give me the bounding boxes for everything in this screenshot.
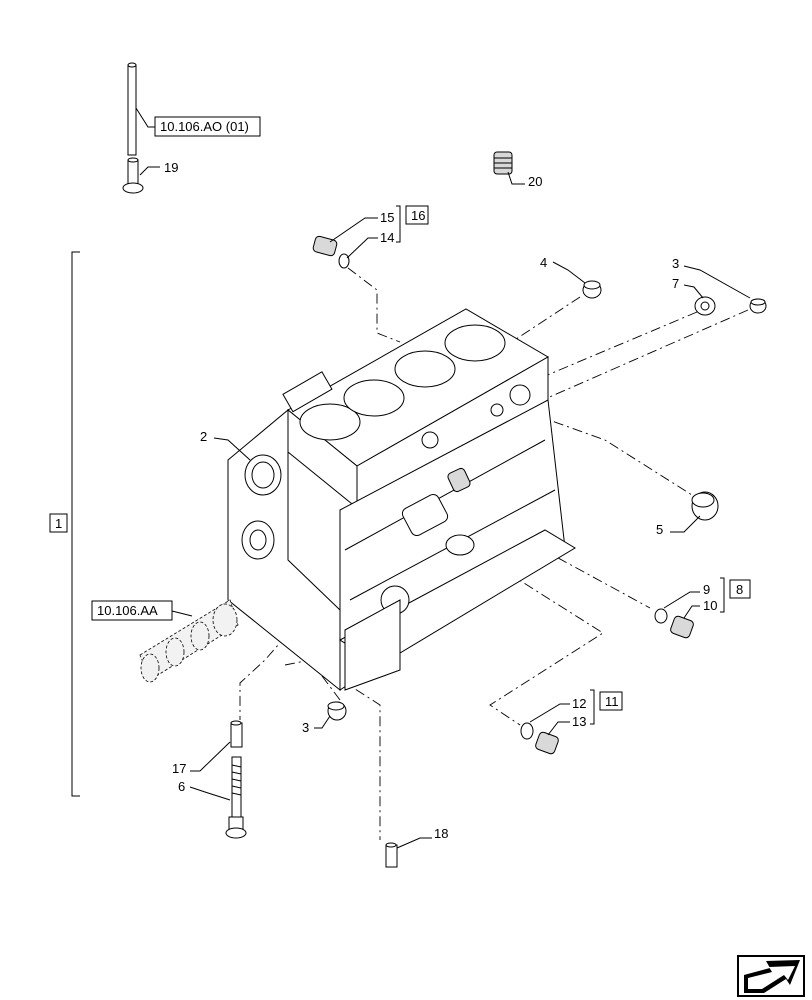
leader-18 [396,837,432,849]
callout-18: 18 [434,826,448,841]
part-13-plug [535,731,559,755]
leader-14 [346,237,378,259]
cylinder-bore-2 [343,379,405,417]
callout-20: 20 [528,174,542,189]
assembly-bracket-1 [71,251,80,797]
callout-3-top: 3 [672,256,679,271]
callout-5: 5 [656,522,663,537]
bracket-16 [396,205,401,243]
leader-7 [683,284,704,299]
leader-13 [547,721,570,736]
part-5-plug [691,491,719,521]
callout-15: 15 [380,210,394,225]
callout-14: 14 [380,230,394,245]
camshaft-phantom [139,599,239,683]
callout-3-bottom: 3 [302,720,309,735]
part-17-dowel [230,720,243,748]
bracket-11 [590,689,595,725]
kit-box-11[interactable] [599,691,623,711]
next-page-arrow-icon[interactable] [737,955,805,997]
leader-9 [663,591,700,609]
part-14-o-ring [338,253,350,269]
leader-valve-ref [135,107,155,128]
callout-6: 6 [178,779,185,794]
leader-6 [189,786,231,801]
leader-10 [683,605,700,619]
callout-17: 17 [172,761,186,776]
ref-box-valve[interactable] [154,116,261,137]
callout-1[interactable]: 1 [55,516,62,531]
leader-12 [529,703,570,723]
callout-4: 4 [540,255,547,270]
cylinder-bore-1 [299,403,361,441]
cylinder-bore-4 [444,324,506,362]
callout-13: 13 [572,714,586,729]
kit-16-label[interactable]: 16 [411,208,425,223]
leader-3-top [683,265,751,299]
callout-10: 10 [703,598,717,613]
callout-9: 9 [703,582,710,597]
part-10-plug [670,615,694,639]
leader-3-bottom [314,715,331,729]
part-9-o-ring [654,608,668,624]
callout-7: 7 [672,276,679,291]
part-2-engine-block [227,308,576,692]
part-12-o-ring [520,722,534,740]
callout-12: 12 [572,696,586,711]
kit-11-label[interactable]: 11 [605,694,619,709]
kit-8-label[interactable]: 8 [736,582,743,597]
leader-4 [552,261,586,284]
leader-17 [190,741,231,772]
part-3-plug-bottom [327,701,347,721]
leader-5 [670,515,701,533]
leader-camshaft-ref [171,610,193,617]
part-18-dowel [385,842,398,868]
callout-box-1[interactable] [49,513,68,533]
valve-stem [127,62,137,156]
leader-20 [507,171,525,185]
callout-2: 2 [200,429,207,444]
kit-box-16[interactable] [405,205,429,225]
kit-box-8[interactable] [729,579,751,599]
leader-15 [329,217,378,243]
ref-camshaft-label[interactable]: 10.106.AA [97,603,158,618]
leader-19 [139,166,160,176]
ref-valve-label[interactable]: 10.106.AO (01) [160,119,249,134]
leader-2 [213,437,251,461]
part-20-plug [493,151,513,175]
ref-box-camshaft[interactable] [91,600,173,621]
part-4-plug [582,280,602,299]
bracket-8 [720,577,725,613]
callout-19: 19 [164,160,178,175]
part-7-bushing [694,296,716,316]
part-19-valve-guide [122,157,144,194]
part-3-plug-top [749,298,767,314]
cylinder-bore-3 [394,350,456,388]
part-6-bolt [225,756,247,839]
part-15-plug [312,235,338,257]
